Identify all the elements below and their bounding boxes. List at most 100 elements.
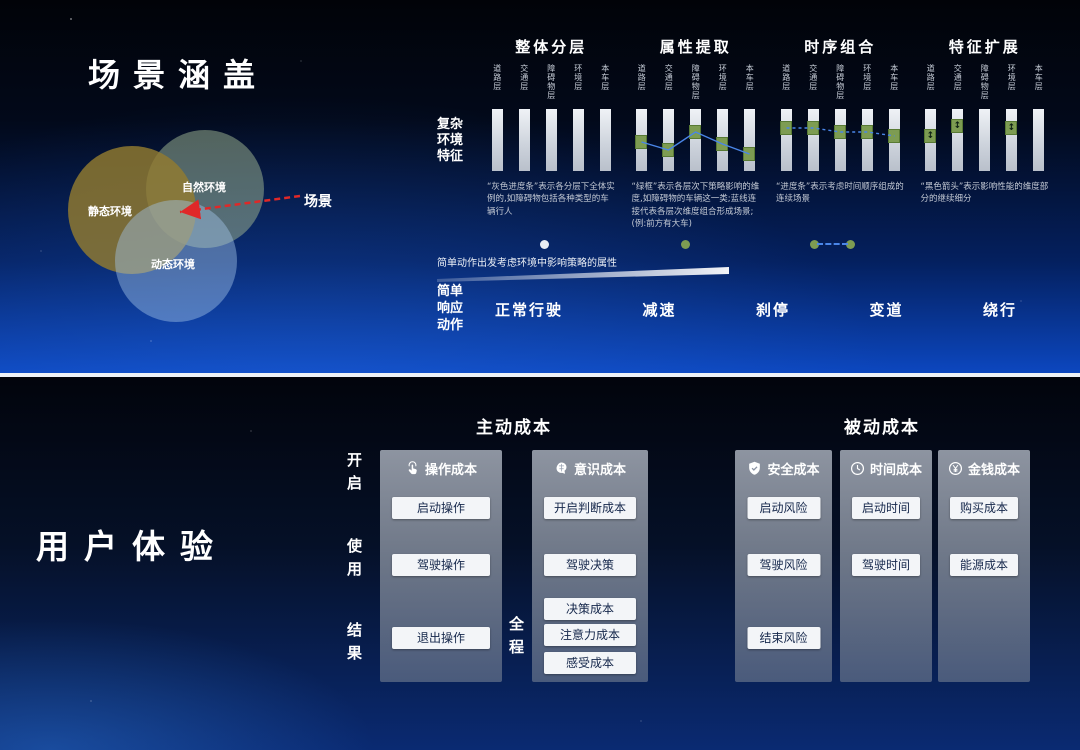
cost-item: 启动风险 (747, 497, 820, 519)
layer-label: 道路层 (492, 64, 502, 91)
layer-bar-unit: 道路层 (491, 64, 503, 171)
layer-label: 障碍物层 (546, 64, 556, 100)
money-icon (948, 461, 963, 476)
column-title: 特征扩展 (948, 38, 1021, 56)
layer-bars: 道路层交通层障碍物层环境层本车层 (779, 64, 900, 171)
layer-bar (545, 109, 557, 171)
layer-label: 道路层 (637, 64, 647, 91)
cost-item: 感受成本 (544, 652, 636, 674)
panel-header: 意识成本 (532, 450, 648, 478)
layer-label: 障碍物层 (691, 64, 701, 100)
panel-title: 安全成本 (767, 463, 820, 478)
complex-env-label-line: 特征 (437, 149, 464, 164)
layer-label: 本车层 (889, 64, 899, 91)
column-description: “绿框”表示各层次下策略影响的维度,如障碍物的车辆这一类;蓝线连接代表各层次维度… (631, 182, 760, 229)
simple-action-label-line: 响应 (437, 301, 464, 316)
layer-bar-unit: 道路层 (635, 64, 648, 171)
layer-bar (779, 109, 792, 171)
cost-item: 能源成本 (950, 554, 1018, 576)
layer-bars: 道路层 交通层 障碍物层 环境层 本车层 (491, 64, 611, 171)
active-cost-header: 主动成本 (476, 418, 552, 438)
progress-wedge (437, 267, 729, 282)
layer-bar (979, 109, 991, 171)
cost-item: 退出操作 (392, 627, 490, 649)
venn-circle-static (68, 146, 196, 274)
cost-panel: 时间成本启动时间驾驶时间 (840, 450, 932, 682)
simple-action-label-line: 简单 (437, 284, 464, 299)
layer-bar-unit: 障碍物层 (545, 64, 557, 171)
layer-bar-unit: 交通层 (518, 64, 530, 171)
section-divider (0, 373, 1080, 377)
venn-label-natural: 自然环境 (182, 181, 226, 194)
panel-header: 安全成本 (735, 450, 832, 478)
layer-bar-unit: 障碍物层 (979, 64, 991, 171)
layer-label: 本车层 (745, 64, 755, 91)
layer-bar: ↕ (951, 109, 964, 171)
venn-diagram: 静态环境 自然环境 动态环境 (60, 128, 320, 343)
cost-item: 决策成本 (544, 598, 636, 620)
layer-bar-unit: 本车层 (1033, 64, 1045, 171)
green-segment (833, 125, 846, 139)
layer-label: 交通层 (519, 64, 529, 91)
layer-label: 环境层 (573, 64, 583, 91)
panel-title: 金钱成本 (967, 463, 1020, 478)
layer-label: 环境层 (718, 64, 728, 91)
layer-bar-unit: 本车层 (599, 64, 611, 171)
scene-arrow-label: 场景 (304, 194, 332, 210)
panel-title: 操作成本 (424, 463, 477, 478)
layer-bar-unit: 环境层 (572, 64, 584, 171)
scene-column-sequence: 时序组合道路层交通层障碍物层环境层本车层“进度条”表示考虑时间顺序组成的连续场景 (771, 36, 910, 230)
action-item: 正常行驶 (495, 301, 564, 319)
stage-label: 使用 (345, 538, 363, 584)
layer-label: 障碍物层 (980, 64, 990, 100)
simple-action-label: 简单响应动作 (437, 283, 463, 334)
stage-label: 开启 (345, 452, 363, 498)
scene-columns: 整体分层道路层交通层障碍物层环境层本车层“灰色进度条”表示各分层下全体实例的,如… (482, 36, 1054, 230)
panel-header: 金钱成本 (938, 450, 1030, 478)
panel-header: 操作成本 (380, 450, 502, 478)
dot-sequence-end (846, 240, 855, 249)
touch-icon (405, 461, 420, 476)
venn-circle-dynamic (115, 200, 237, 322)
cost-panel: 意识成本开启判断成本驾驶决策决策成本注意力成本感受成本 (532, 450, 648, 682)
panel-header: 时间成本 (840, 450, 932, 478)
layer-label: 环境层 (1007, 64, 1017, 91)
layer-bar (491, 109, 503, 171)
scene-column-plain: 整体分层道路层交通层障碍物层环境层本车层“灰色进度条”表示各分层下全体实例的,如… (482, 36, 621, 230)
layer-bar (599, 109, 611, 171)
cost-panel: 金钱成本购买成本能源成本 (938, 450, 1030, 682)
cost-item: 驾驶操作 (392, 554, 490, 576)
cost-item: 驾驶风险 (747, 554, 820, 576)
complex-env-label-line: 环境 (437, 133, 464, 148)
dot-attribute (681, 240, 690, 249)
scene-section-background (0, 0, 1080, 374)
full-process-label: 全程 (507, 616, 525, 662)
scene-title: 场景涵盖 (88, 56, 269, 94)
action-item: 刹停 (755, 301, 790, 319)
action-item: 减速 (642, 301, 677, 319)
scene-column-linked: 属性提取道路层交通层障碍物层环境层本车层“绿框”表示各层次下策略影响的维度,如障… (627, 36, 766, 230)
cost-item: 驾驶时间 (852, 554, 920, 576)
complex-env-label-line: 复杂 (437, 117, 464, 132)
panel-title: 时间成本 (869, 463, 922, 478)
layer-label: 交通层 (664, 64, 674, 91)
layer-label: 交通层 (808, 64, 818, 91)
layer-label: 环境层 (862, 64, 872, 91)
layer-bar-unit: 道路层↕ (924, 64, 937, 171)
layer-bar-unit: 道路层 (779, 64, 792, 171)
green-segment: ↕ (924, 129, 937, 143)
column-title: 时序组合 (804, 38, 877, 56)
green-segment: ↕ (1005, 121, 1018, 135)
layer-label: 本车层 (1034, 64, 1044, 91)
shield-icon (747, 461, 762, 476)
cost-panel: 操作成本启动操作驾驶操作退出操作 (380, 450, 502, 682)
layer-bars: 道路层 交通层 障碍物层 环境层 本车层 (635, 64, 756, 171)
cost-item: 结束风险 (747, 627, 820, 649)
scene-arrow (179, 194, 301, 220)
layer-bar-unit: 交通层↕ (951, 64, 964, 171)
dimension-link-line (786, 127, 895, 137)
stage-label: 结果 (345, 622, 363, 668)
complex-env-label: 复杂环境特征 (437, 117, 463, 165)
cost-item: 开启判断成本 (544, 497, 636, 519)
green-segment: ↕ (951, 119, 964, 133)
